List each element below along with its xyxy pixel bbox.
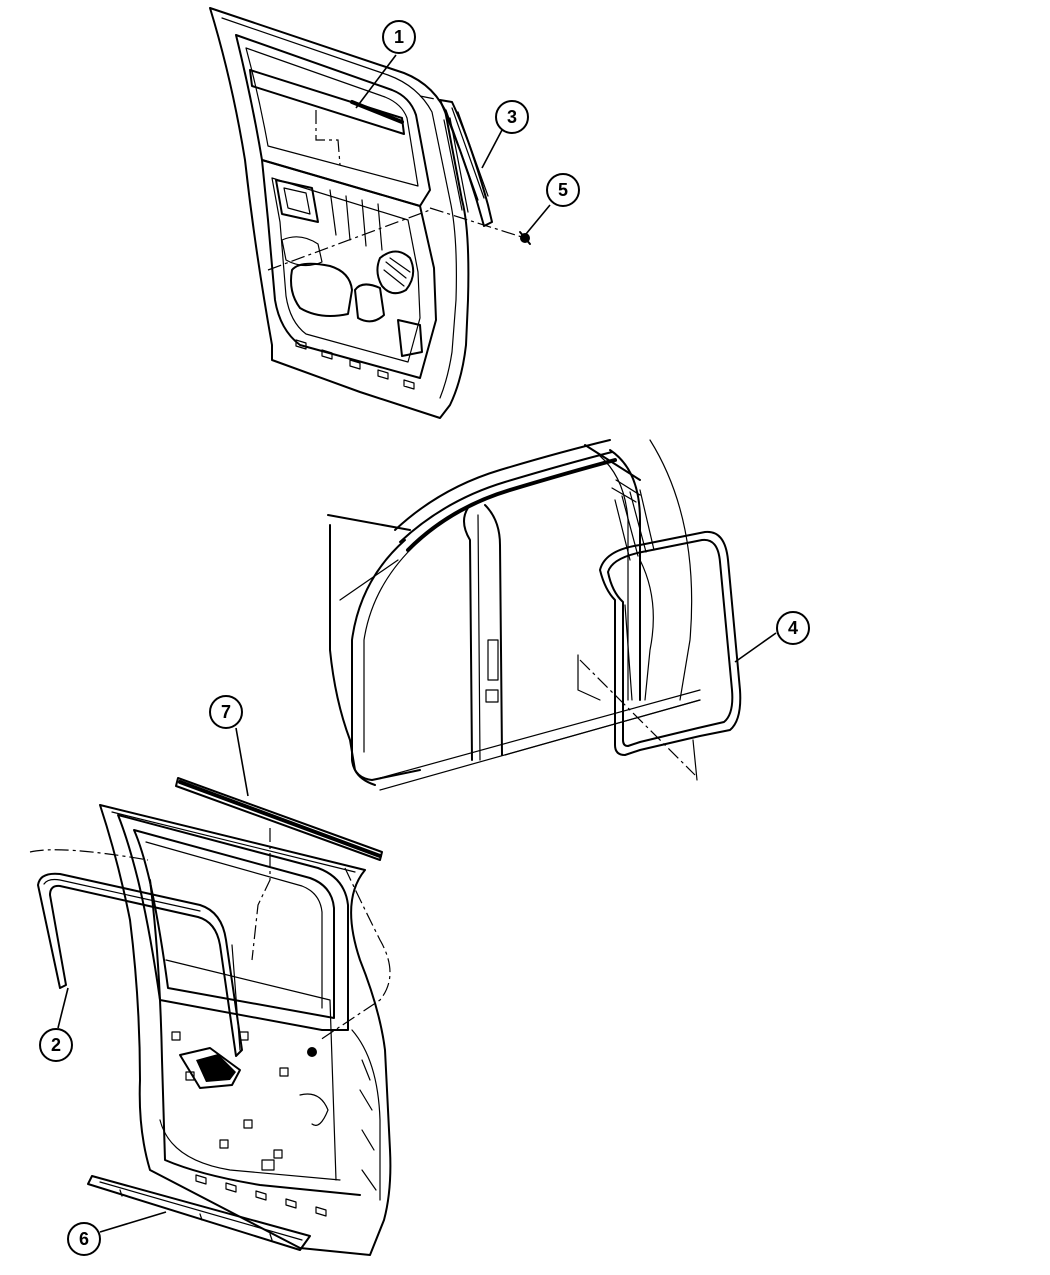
part-2-glass-run xyxy=(37,872,243,1057)
callout-leaders xyxy=(57,54,777,1233)
part-3-division-channel xyxy=(419,95,493,227)
callout-3: 3 xyxy=(495,100,529,134)
part-5-screw xyxy=(519,231,531,245)
body-door-opening xyxy=(327,439,701,791)
callout-5: 5 xyxy=(546,173,580,207)
callout-6: 6 xyxy=(67,1222,101,1256)
rear-door-outer xyxy=(29,804,392,1256)
callout-1-label: 1 xyxy=(394,27,404,47)
part-6-sill-plate xyxy=(87,1175,311,1251)
callout-7: 7 xyxy=(209,695,243,729)
callout-1: 1 xyxy=(382,20,416,54)
callout-4: 4 xyxy=(776,611,810,645)
rear-door-inner-panel xyxy=(209,7,526,419)
callout-7-label: 7 xyxy=(221,702,231,722)
callout-3-label: 3 xyxy=(507,107,517,127)
callout-2-label: 2 xyxy=(51,1035,61,1055)
callout-4-label: 4 xyxy=(788,618,798,638)
callout-2: 2 xyxy=(39,1028,73,1062)
part-4-door-seal xyxy=(599,530,742,756)
part-7-belt-weatherstrip xyxy=(175,777,383,861)
callout-5-label: 5 xyxy=(558,180,568,200)
callout-6-label: 6 xyxy=(79,1229,89,1249)
